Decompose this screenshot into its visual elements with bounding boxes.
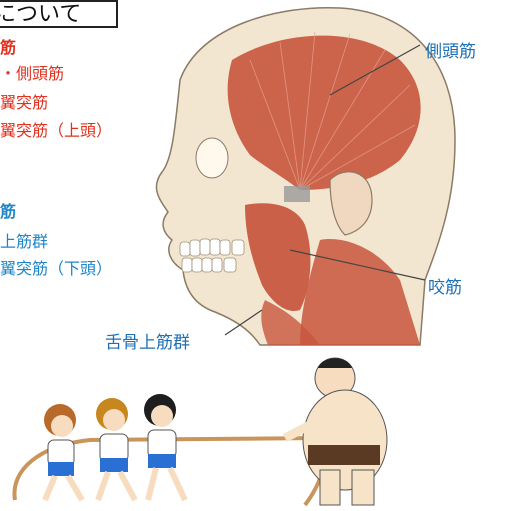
- temporalis-leader-line: [329, 44, 421, 96]
- sumo-wrestler: [282, 357, 388, 506]
- suprahyoid-leader-line: [224, 309, 263, 336]
- title-box: について: [0, 0, 118, 28]
- opening-item-2: 翼突筋（下頭）: [0, 259, 113, 278]
- suprahyoid-muscle: [261, 300, 320, 345]
- child-3: [144, 394, 188, 502]
- teeth: [179, 238, 245, 273]
- section-title: について: [0, 2, 82, 27]
- label-suprahyoid: 舌骨上筋群: [105, 333, 190, 353]
- ear-icon: [329, 171, 373, 236]
- tmj-joint: [284, 186, 310, 202]
- label-masseter: 咬筋: [428, 278, 462, 298]
- closing-item-1: ・側頭筋: [0, 64, 65, 83]
- child-1: [42, 404, 85, 502]
- eye-socket: [195, 137, 229, 179]
- closing-item-2: 翼突筋: [0, 93, 49, 112]
- neck-muscles: [300, 239, 420, 345]
- opening-item-1: 上筋群: [0, 232, 49, 251]
- rope: [12, 436, 321, 501]
- masseter-muscle: [245, 203, 311, 311]
- child-2: [95, 398, 138, 502]
- closing-muscles-heading: 筋: [0, 38, 17, 57]
- temporalis-muscle: [227, 35, 421, 190]
- masseter-leader-line: [289, 249, 426, 281]
- closing-item-3: 翼突筋（上頭）: [0, 121, 113, 140]
- opening-muscles-heading: 筋: [0, 202, 17, 221]
- temporalis-fibers: [249, 31, 416, 191]
- label-temporalis: 側頭筋: [425, 42, 476, 62]
